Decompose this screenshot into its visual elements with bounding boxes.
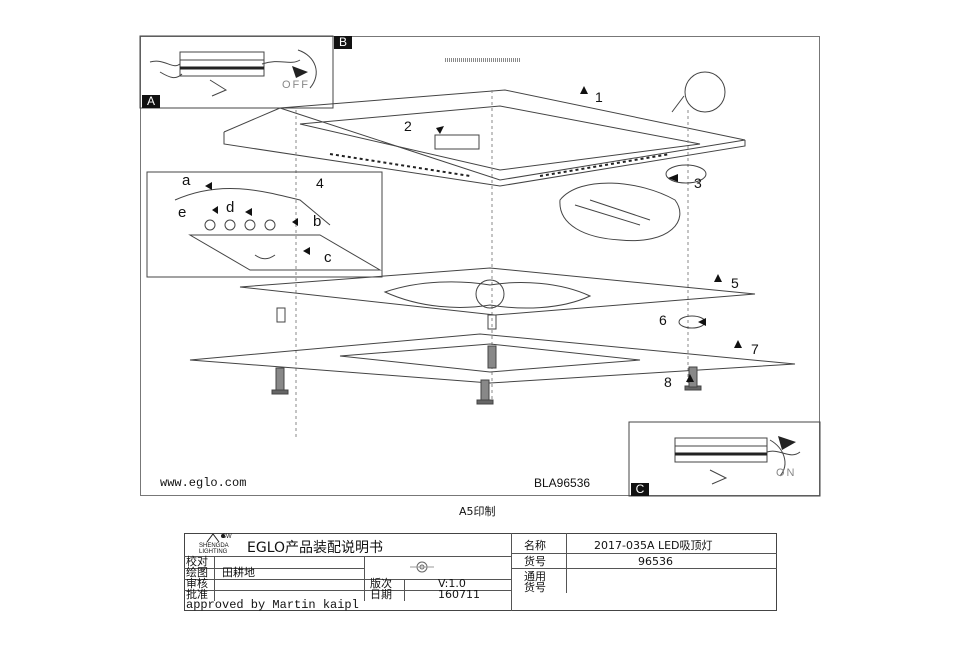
off-arrow-icon bbox=[297, 49, 317, 89]
led-plate bbox=[239, 267, 756, 316]
label-approved: 批准 bbox=[186, 588, 208, 601]
label-reviewed: 审核 bbox=[186, 577, 208, 590]
callout-3: 3 bbox=[694, 175, 702, 191]
item-label: 货号 bbox=[524, 555, 546, 568]
callout-6: 6 bbox=[659, 312, 667, 328]
callout-4: 4 bbox=[316, 175, 324, 191]
date-label: 日期 bbox=[370, 588, 392, 601]
name-label: 名称 bbox=[524, 539, 546, 552]
item-value: 96536 bbox=[638, 555, 673, 568]
logo-sw: SW bbox=[222, 534, 232, 540]
print-note: A5印制 bbox=[459, 505, 496, 518]
doc-title: EGLO产品装配说明书 bbox=[247, 540, 384, 556]
bottom-diffuser bbox=[189, 333, 796, 384]
projection-symbol-icon bbox=[410, 561, 434, 573]
switch-on-label: ON bbox=[776, 467, 797, 479]
callout-7: 7 bbox=[751, 341, 759, 357]
box-label-a: A bbox=[142, 95, 160, 108]
date-value: 160711 bbox=[438, 588, 480, 601]
version-value: V:1.0 bbox=[438, 577, 466, 590]
detail-letter-c: c bbox=[324, 249, 332, 266]
box-label-b: B bbox=[334, 36, 352, 49]
terminal-block-c-icon bbox=[674, 437, 801, 485]
inset-a-frame bbox=[139, 35, 334, 109]
callout-1: 1 bbox=[595, 89, 603, 105]
on-arrow-icon bbox=[769, 439, 786, 477]
detail-letter-d: d bbox=[226, 199, 235, 216]
common-label-2: 货号 bbox=[524, 581, 546, 594]
callout-2: 2 bbox=[404, 118, 412, 134]
label-proofread: 校对 bbox=[186, 555, 208, 568]
name-value: 2017-035A LED吸顶灯 bbox=[594, 539, 713, 552]
terminal-block-b-icon bbox=[149, 51, 301, 79]
inset-c-frame bbox=[628, 421, 821, 497]
box-label-c: C bbox=[631, 483, 649, 496]
detail-letter-b: b bbox=[313, 213, 322, 230]
assembly-drawing-frame bbox=[140, 36, 820, 496]
drawing-code: BLA96536 bbox=[534, 476, 591, 490]
drawer-value: 田耕地 bbox=[222, 566, 255, 579]
zoom-detail bbox=[559, 182, 681, 242]
detail-letter-e: e bbox=[178, 204, 187, 221]
title-block bbox=[184, 533, 777, 611]
logo-text-shengda: SHENGDA bbox=[199, 543, 229, 549]
callout-5: 5 bbox=[731, 275, 739, 291]
detail-letter-a: a bbox=[182, 172, 191, 189]
switch-off-label: OFF bbox=[282, 79, 310, 91]
approved-by: approved by Martin kaipl bbox=[186, 598, 359, 612]
version-label: 版次 bbox=[370, 577, 392, 590]
shengda-logo-icon bbox=[206, 533, 225, 543]
common-label-1: 通用 bbox=[524, 570, 546, 583]
inset-4-frame bbox=[146, 171, 383, 278]
logo-text-lighting: LIGHTING bbox=[199, 549, 228, 555]
callout-8: 8 bbox=[664, 374, 672, 390]
label-drawn: 绘图 bbox=[186, 566, 208, 579]
website: www.eglo.com bbox=[160, 476, 247, 490]
